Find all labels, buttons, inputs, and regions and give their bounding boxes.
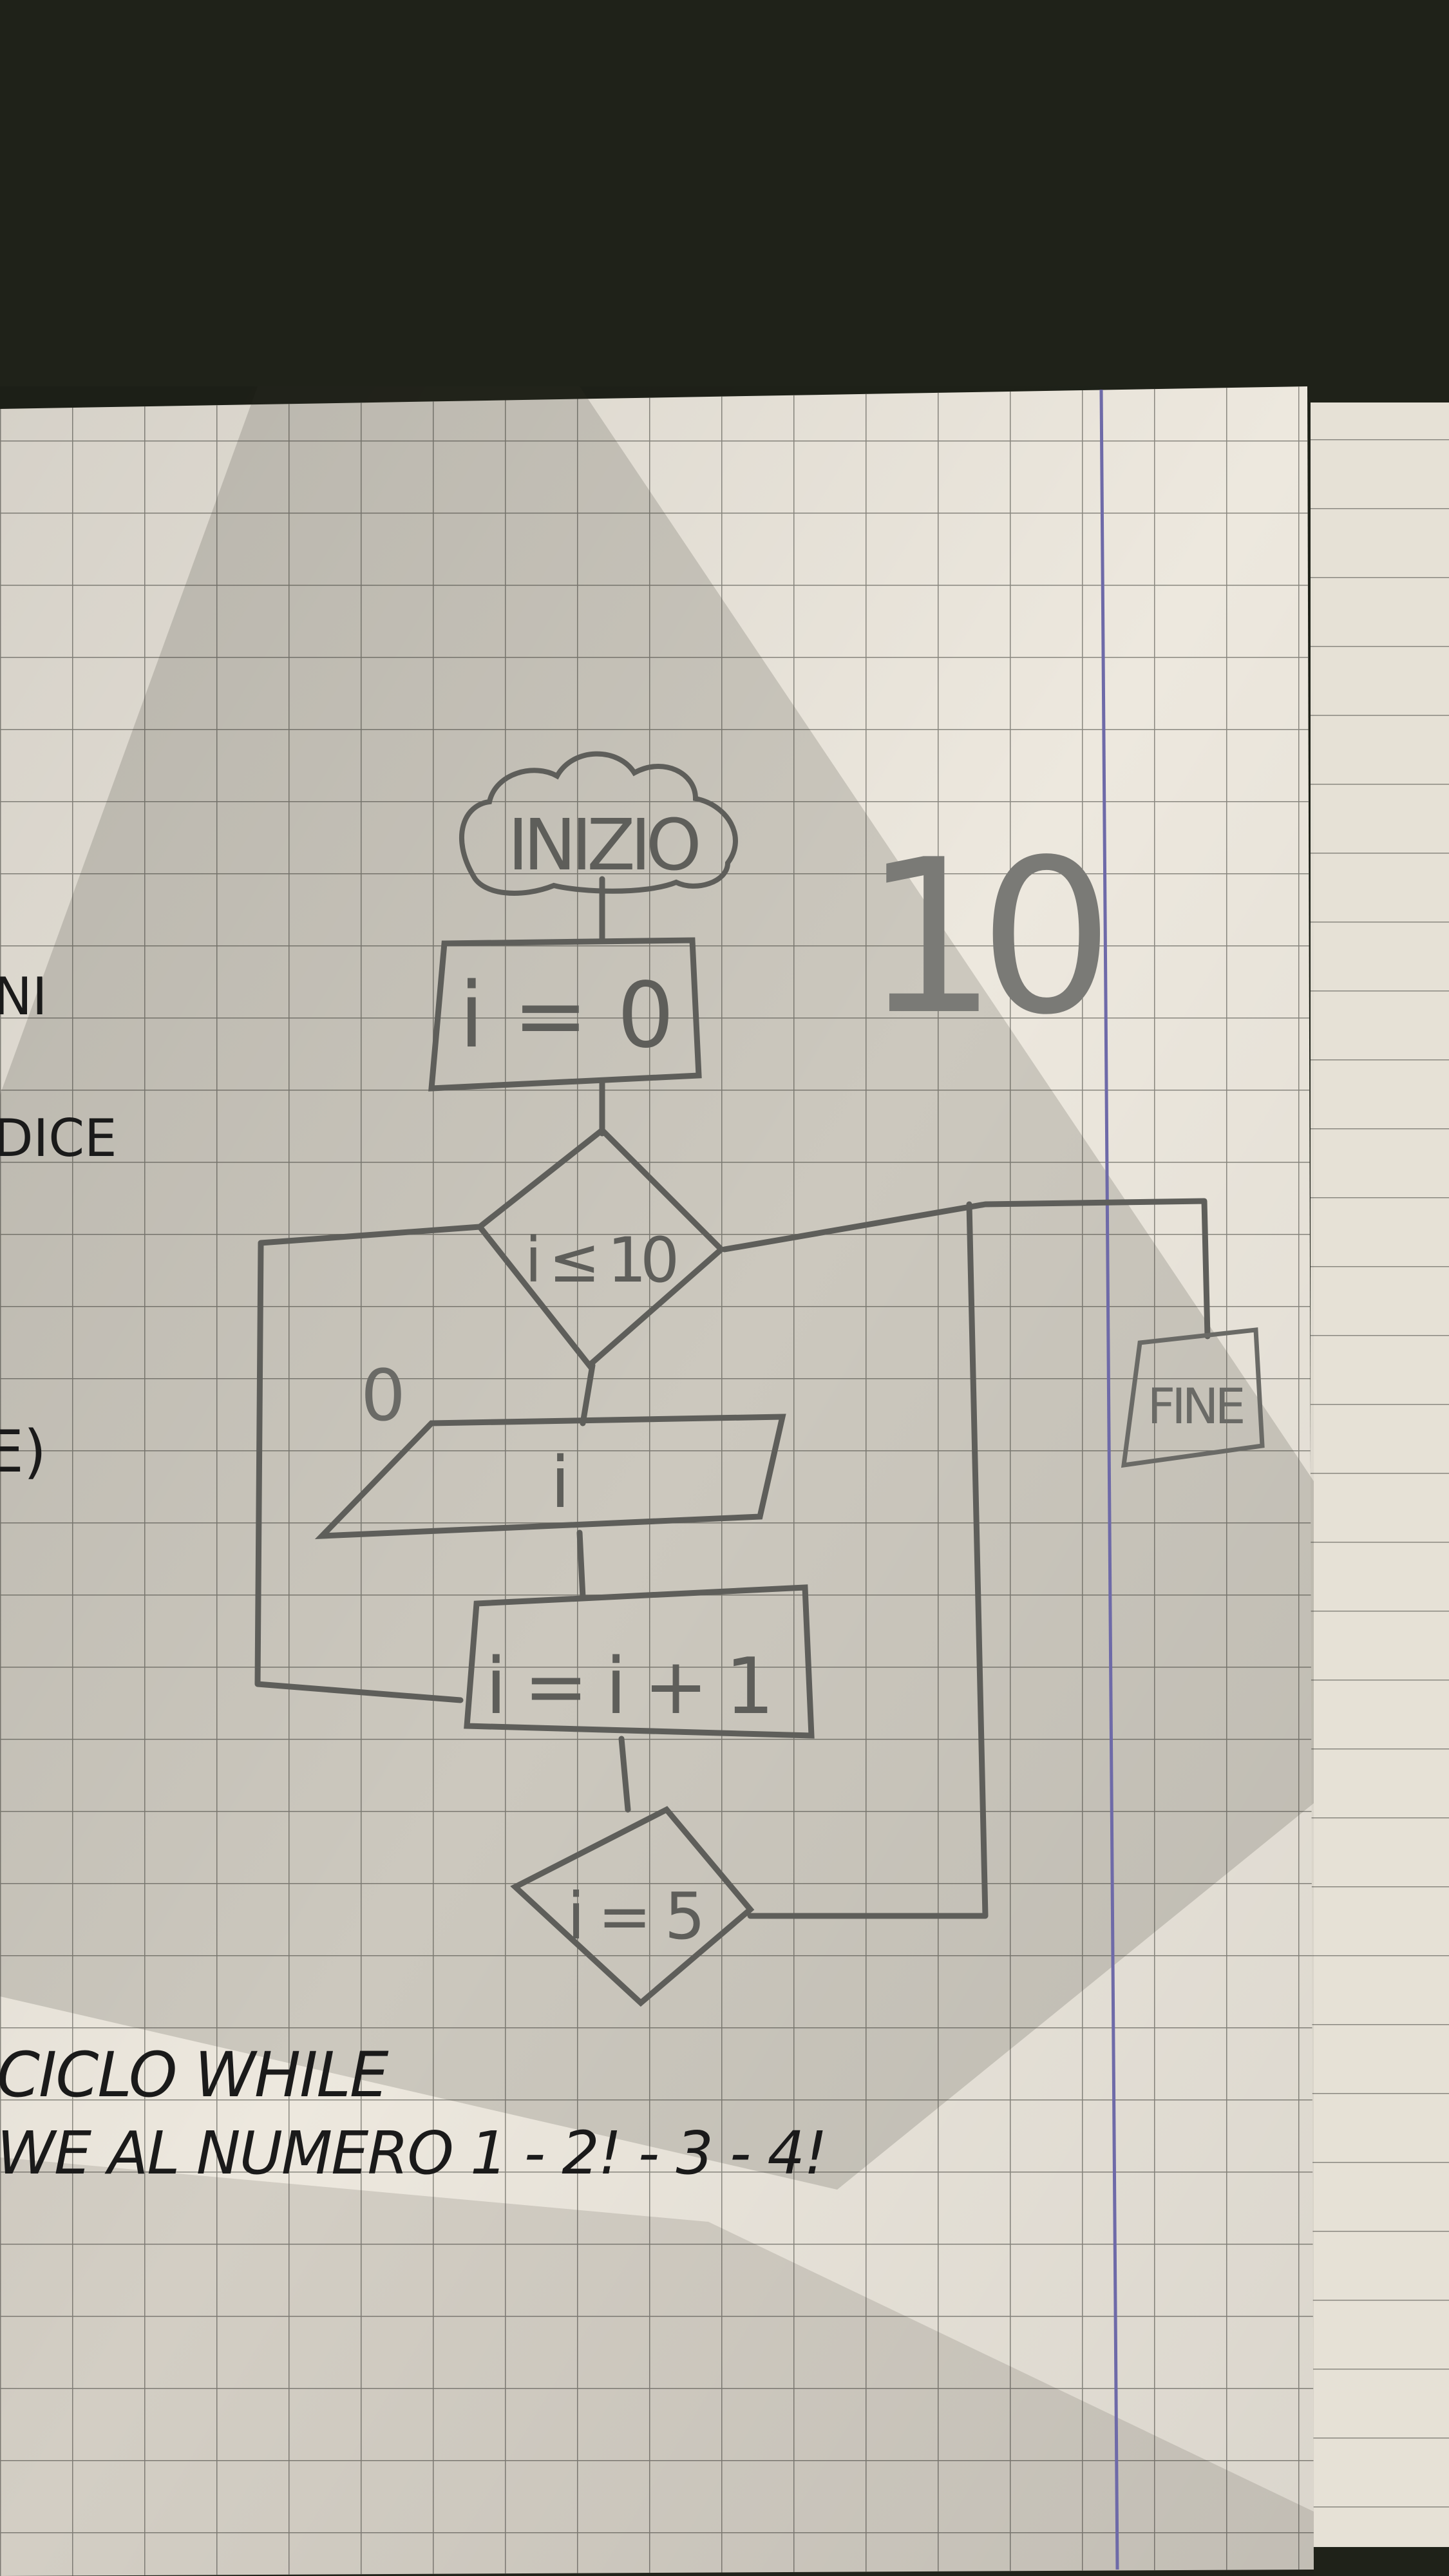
end-terminal (1121, 1327, 1265, 1468)
left-fragment-2: DICE (0, 1108, 117, 1168)
increment-process (464, 1584, 815, 1739)
left-fragment-1: NI (0, 967, 47, 1027)
output-parallelogram (314, 1414, 786, 1539)
condition-label: i ≤ 10 (525, 1224, 676, 1296)
loop-mark: 0 (361, 1354, 406, 1437)
page-number: 10 (863, 814, 1102, 1061)
main-page (0, 386, 1314, 2576)
note-line-1: CICLO WHILE (0, 2039, 389, 2111)
init-label: i = 0 (459, 963, 674, 1068)
init-process (428, 937, 702, 1092)
left-fragment-3: E) (0, 1418, 46, 1486)
note-line-2: WE AL NUMERO 1 - 2! - 3 - 4! (0, 2119, 826, 2188)
flow-connectors (254, 876, 1211, 1919)
end-label: FINE (1148, 1378, 1244, 1435)
check-label: i = 5 (567, 1879, 702, 1954)
increment-label: i = i + 1 (486, 1642, 771, 1732)
right-page (1311, 402, 1449, 2547)
start-terminal (459, 751, 738, 896)
condition-diamond (475, 1126, 726, 1370)
output-label: i (551, 1441, 571, 1524)
check-diamond (510, 1806, 755, 2007)
start-label: INIZIO (507, 804, 698, 886)
margin-line (1099, 389, 1119, 2570)
